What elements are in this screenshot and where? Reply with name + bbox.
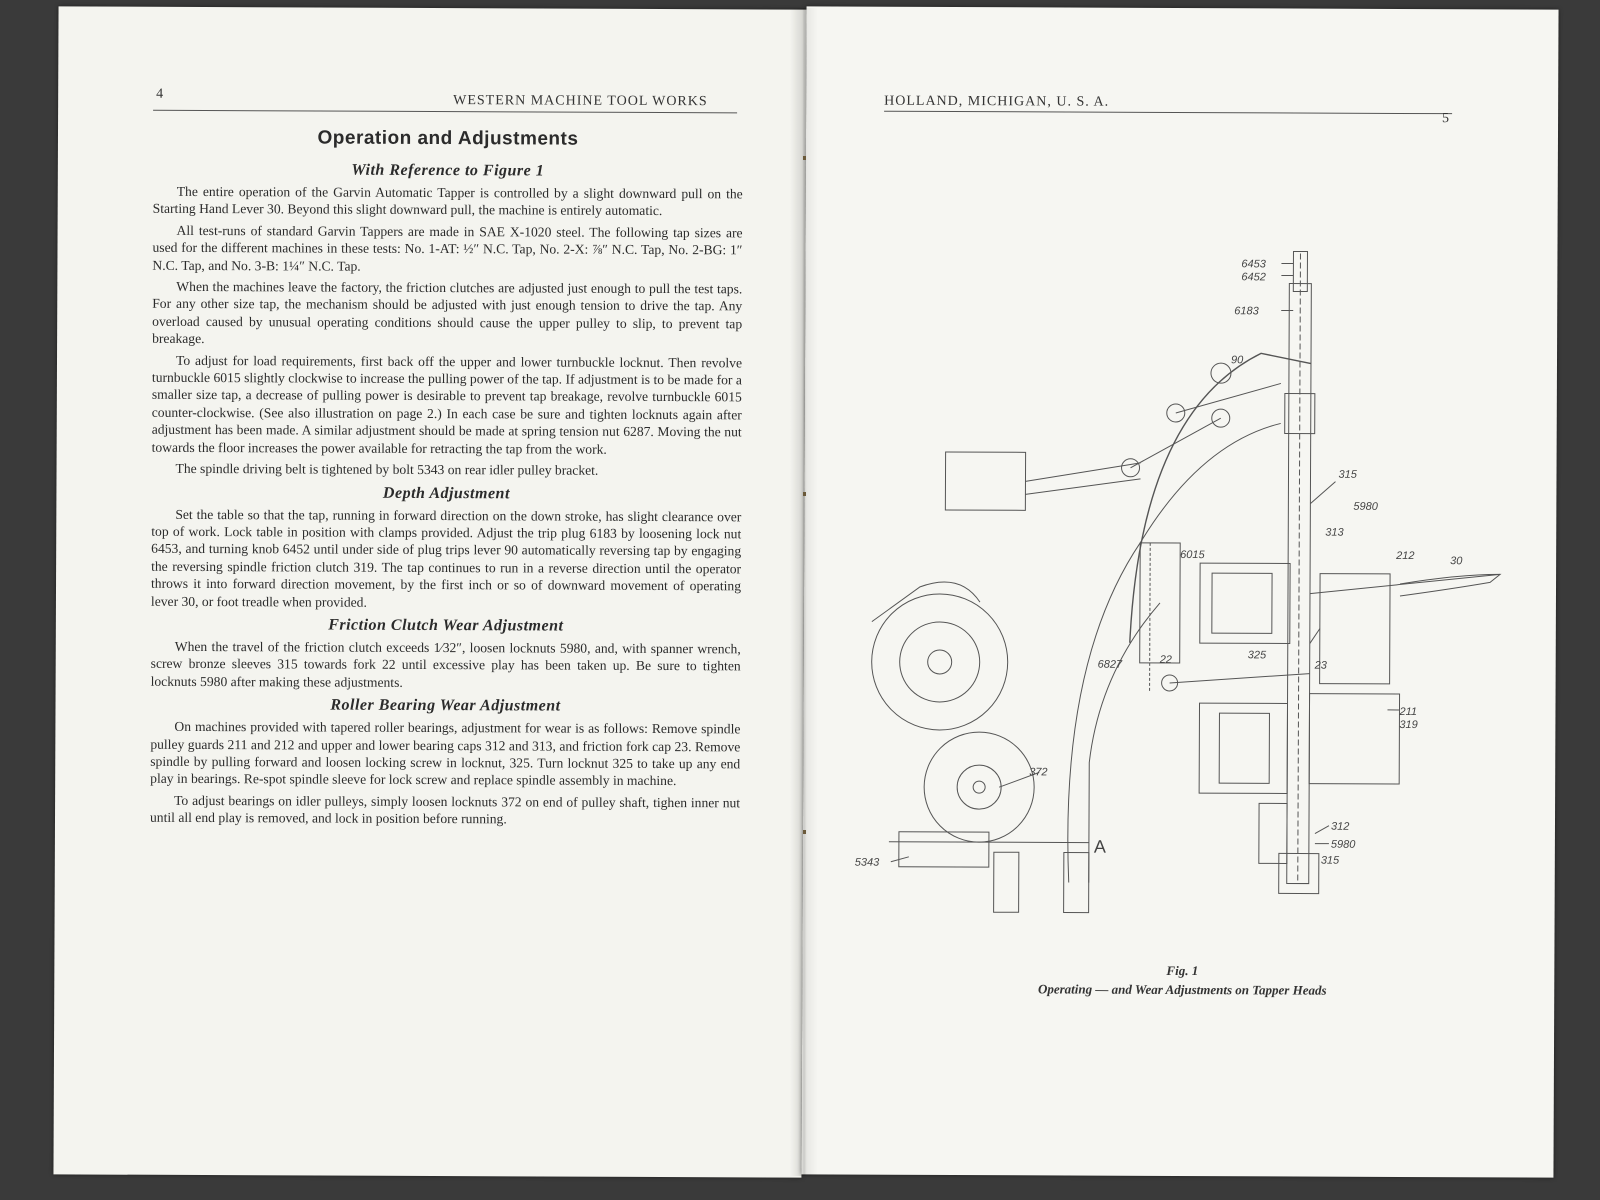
section-subtitle: With Reference to Figure 1 — [351, 161, 545, 180]
callout-372: 372 — [1029, 766, 1047, 778]
callout-313: 313 — [1325, 527, 1344, 539]
callout-6827: 6827 — [1098, 659, 1123, 671]
right-page: HOLLAND, MICHIGAN, U. S. A. 5 — [801, 6, 1559, 1178]
running-head-right: HOLLAND, MICHIGAN, U. S. A. — [884, 93, 1110, 110]
depth-heading: Depth Adjustment — [382, 484, 510, 502]
staple-mark — [803, 830, 806, 834]
book-gutter — [790, 8, 818, 1176]
staple-mark — [803, 492, 806, 496]
roller-heading: Roller Bearing Wear Adjustment — [330, 696, 561, 715]
section-title: Operation and Adjustments — [317, 127, 579, 150]
callout-5980-lower: 5980 — [1331, 839, 1356, 851]
callout-315-lower: 315 — [1321, 855, 1340, 867]
page-number-right: 5 — [1442, 111, 1450, 127]
left-page-text: Operation and Adjustments With Reference… — [150, 127, 743, 833]
callout-312: 312 — [1331, 821, 1349, 833]
running-head-left: WESTERN MACHINE TOOL WORKS — [453, 93, 708, 110]
figure-label: Fig. 1 — [1166, 962, 1199, 979]
page-number-left: 4 — [156, 86, 164, 102]
roller-paragraph: On machines provided with tapered roller… — [150, 719, 741, 789]
callout-315-upper: 315 — [1338, 469, 1357, 481]
header-rule-right — [884, 110, 1453, 115]
callout-212: 212 — [1395, 550, 1414, 562]
callout-5980-upper: 5980 — [1353, 501, 1378, 513]
paragraph: To adjust for load requirements, first b… — [151, 352, 743, 457]
paragraph: When the machines leave the factory, the… — [152, 278, 743, 347]
callout-90: 90 — [1231, 354, 1244, 366]
paragraph: All test-runs of standard Garvin Tappers… — [152, 222, 743, 274]
callout-6183: 6183 — [1234, 305, 1259, 317]
figure-caption: Operating — and Wear Adjustments on Tapp… — [1037, 981, 1327, 998]
booklet-spread: 4 WESTERN MACHINE TOOL WORKS Operation a… — [52, 6, 1562, 1183]
machine-diagram: 6453 6452 6183 90 315 5980 313 212 30 60… — [839, 242, 1522, 925]
callout-6452: 6452 — [1241, 271, 1266, 283]
friction-heading: Friction Clutch Wear Adjustment — [328, 616, 564, 635]
tapper-head-drawing: 6453 6452 6183 90 315 5980 313 212 30 60… — [855, 250, 1502, 914]
callout-A: A — [1094, 837, 1106, 857]
roller-paragraph: To adjust bearings on idler pulleys, sim… — [149, 792, 741, 827]
callout-211: 211 — [1398, 706, 1417, 718]
depth-paragraph: Set the table so that the tap, running i… — [150, 506, 742, 610]
paragraph: The entire operation of the Garvin Autom… — [152, 183, 743, 219]
left-page: 4 WESTERN MACHINE TOOL WORKS Operation a… — [53, 6, 807, 1178]
callout-6015: 6015 — [1180, 549, 1205, 561]
callout-30: 30 — [1450, 555, 1463, 567]
callout-6453: 6453 — [1241, 258, 1266, 270]
callout-319: 319 — [1399, 719, 1417, 731]
header-rule-left — [153, 109, 738, 114]
callout-325: 325 — [1248, 649, 1267, 661]
paragraph: The spindle driving belt is tightened by… — [175, 460, 599, 478]
callout-23: 23 — [1314, 660, 1328, 672]
staple-mark — [803, 156, 806, 160]
callout-5343: 5343 — [855, 857, 880, 869]
friction-paragraph: When the travel of the friction clutch e… — [150, 638, 741, 690]
callout-22: 22 — [1159, 654, 1172, 666]
